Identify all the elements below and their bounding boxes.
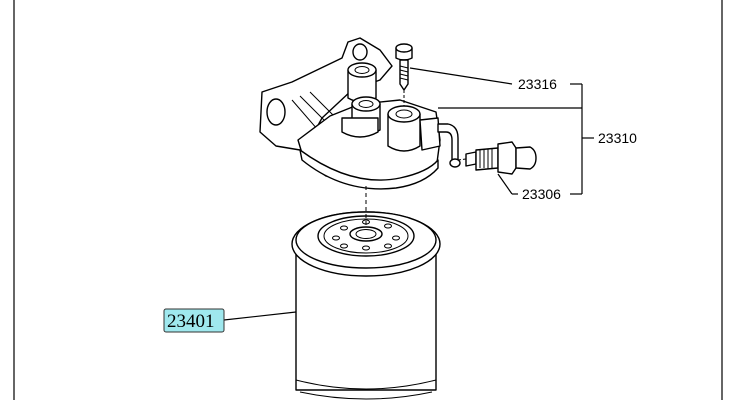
boss-right — [387, 113, 421, 152]
callout-leaders — [223, 67, 594, 321]
cartridge-bead-2 — [299, 391, 433, 400]
sensor-part[interactable] — [457, 141, 537, 175]
head-flange — [299, 149, 439, 190]
boss-center-top — [351, 96, 381, 112]
sensor-hex — [497, 141, 517, 175]
bolt-part[interactable] — [395, 43, 413, 106]
inlet-hole — [384, 243, 392, 249]
sensor-tip — [465, 151, 477, 167]
callout-23316[interactable]: 23316 — [518, 76, 557, 92]
callout-23310[interactable]: 23310 — [598, 130, 637, 146]
bolt-thread — [399, 65, 409, 81]
bracket-hole-top — [352, 43, 368, 61]
boss-left-top — [347, 62, 377, 78]
leader-23306-diag — [497, 173, 513, 195]
vent-tube-end — [449, 158, 461, 168]
vent-tube — [437, 123, 459, 161]
sensor-thread — [479, 149, 493, 169]
inlet-hole — [340, 225, 348, 231]
cartridge-center-thread — [355, 229, 377, 239]
boss-right-hole — [395, 109, 413, 119]
boss-left-hole — [354, 66, 370, 74]
leader-23316 — [409, 67, 513, 85]
filter-cartridge[interactable] — [291, 186, 441, 400]
boss-center-hole — [358, 100, 374, 108]
cartridge-center-hole — [349, 226, 383, 242]
cartridge-bead-1 — [295, 379, 437, 390]
inlet-hole — [362, 245, 370, 251]
inlet-hole — [384, 223, 392, 229]
outlet-boss — [341, 117, 379, 138]
sensor-body — [475, 147, 499, 171]
inlet-hole — [392, 235, 400, 241]
bolt-head-top — [395, 43, 413, 53]
side-block — [419, 117, 441, 151]
inlet-hole — [340, 243, 348, 249]
callout-23306[interactable]: 23306 — [522, 186, 561, 202]
inlet-hole — [332, 235, 340, 241]
cartridge-plate — [323, 218, 409, 254]
sensor-connector — [515, 146, 537, 170]
leader-23401 — [223, 311, 297, 321]
filter-head[interactable] — [259, 37, 461, 190]
bracket-hole-left — [266, 98, 286, 126]
highlight-box[interactable] — [163, 308, 225, 333]
boss-right-top — [387, 105, 421, 123]
sensor-axis-line — [457, 158, 467, 161]
callout-23401[interactable]: 23401 — [167, 311, 215, 332]
